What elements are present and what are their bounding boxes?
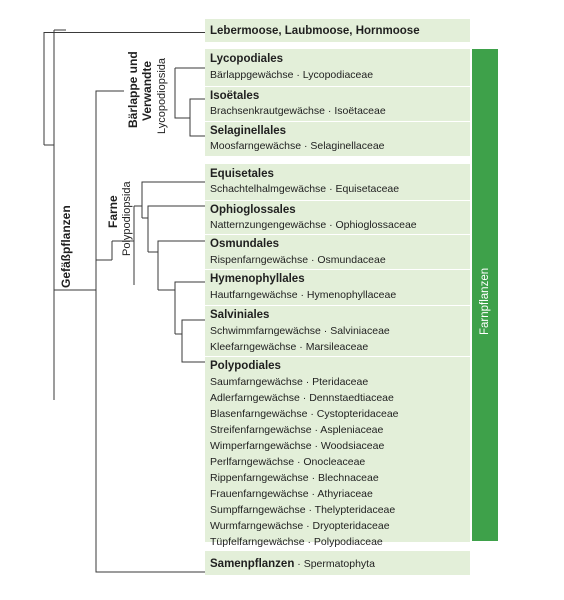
farnpflanzen-label: Farnpflanzen	[479, 267, 491, 335]
samenpflanzen-label: Samenpflanzen · Spermatophyta	[210, 557, 375, 571]
family-name: Schwimmfarngewächse · Salviniaceae	[210, 325, 390, 337]
farne-label: Farne	[106, 195, 120, 228]
family-name: Blasenfarngewächse · Cystopteridaceae	[210, 408, 399, 420]
order-box-ophioglossales	[205, 200, 470, 235]
order-box-lycopodiales	[205, 49, 470, 86]
farnpflanzen-bar	[472, 49, 498, 541]
samenpflanzen-name: Samenpflanzen	[210, 558, 295, 570]
order-name: Lycopodiales	[210, 53, 284, 65]
order-box-salviniales	[205, 305, 470, 357]
order-name: Equisetales	[210, 168, 274, 180]
order-name: Polypodiales	[210, 360, 281, 372]
order-name: Ophioglossales	[210, 204, 296, 216]
family-name: Saumfarngewächse · Pteridaceae	[210, 376, 369, 388]
group-box-moose	[205, 19, 470, 42]
order-box-polypodiales	[205, 356, 470, 542]
family-name: Kleefarngewächse · Marsileaceae	[210, 341, 369, 353]
gefaesspflanzen-label: Gefäßpflanzen	[59, 205, 73, 288]
order-box-equisetales	[205, 164, 470, 200]
lycopodiopsida-label: Lycopodiopsida	[156, 57, 168, 134]
family-name: Sumpffarngewächse · Thelypteridaceae	[210, 504, 396, 516]
family-name: Brachsenkrautgewächse · Isoëtaceae	[210, 105, 386, 117]
order-box-osmundales	[205, 234, 470, 270]
moose-label: Lebermoose, Laubmoose, Hornmoose	[210, 25, 420, 37]
order-name: Isoëtales	[210, 90, 260, 102]
family-name: Adlerfarngewächse · Dennstaedtiaceae	[210, 392, 394, 404]
family-name: Wurmfarngewächse · Dryopteridaceae	[210, 520, 390, 532]
family-name: Rippenfarngewächse · Blechnaceae	[210, 472, 379, 484]
order-name: Hymenophyllales	[210, 273, 305, 285]
baerlappe-label-line1: Bärlappe und	[126, 51, 140, 128]
separator: ·	[297, 558, 304, 570]
family-name: Moosfarngewächse · Selaginellaceae	[210, 140, 385, 152]
samenpflanzen-sci: Spermatophyta	[303, 558, 375, 570]
family-name: Wimperfarngewächse · Woodsiaceae	[210, 440, 385, 452]
family-name: Rispenfarngewächse · Osmundaceae	[210, 254, 386, 266]
polypodiopsida-label: Polypodiopsida	[121, 181, 133, 256]
order-box-isoetales	[205, 86, 470, 122]
family-name: Tüpfelfarngewächse · Polypodiaceae	[210, 536, 383, 548]
family-name: Hautfarngewächse · Hymenophyllaceae	[210, 289, 397, 301]
family-name: Perlfarngewächse · Onocleaceae	[210, 456, 366, 468]
order-name: Osmundales	[210, 238, 280, 250]
order-name: Selaginellales	[210, 125, 287, 137]
order-box-selaginellales	[205, 121, 470, 156]
family-name: Schachtelhalmgewächse · Equisetaceae	[210, 183, 400, 195]
order-box-hymenophyllales	[205, 269, 470, 306]
family-name: Streifenfarngewächse · Aspleniaceae	[210, 424, 384, 436]
order-name: Salviniales	[210, 309, 270, 321]
baerlappe-label-line2: Verwandte	[140, 60, 154, 121]
family-name: Bärlappgewächse · Lycopodiaceae	[210, 69, 374, 81]
family-name: Natternzungengewächse · Ophioglossaceae	[210, 219, 417, 231]
group-box-samenpflanzen	[205, 551, 470, 575]
family-name: Frauenfarngewächse · Athyriaceae	[210, 488, 373, 500]
